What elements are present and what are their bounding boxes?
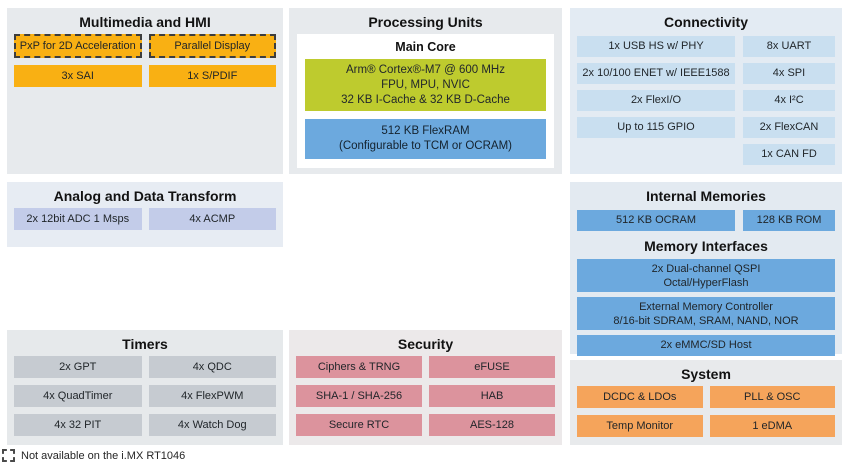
block-acmp: 4x ACMP bbox=[148, 208, 276, 230]
timers-grid: 2x GPT 4x QDC 4x QuadTimer 4x FlexPWM 4x… bbox=[7, 356, 283, 436]
block-aes128: AES-128 bbox=[429, 414, 555, 436]
block-usb: 1x USB HS w/ PHY bbox=[577, 36, 735, 57]
internal-memories-row: 512 KB OCRAM 128 KB ROM bbox=[570, 210, 842, 231]
memory-interfaces-stack: 2x Dual-channel QSPI Octal/HyperFlash Ex… bbox=[570, 259, 842, 356]
connectivity-title: Connectivity bbox=[663, 14, 748, 30]
block-adc: 2x 12bit ADC 1 Msps bbox=[14, 208, 142, 230]
block-dcdc-ldo: DCDC & LDOs bbox=[577, 386, 703, 408]
block-i2c: 4x I²C bbox=[743, 90, 835, 111]
connectivity-left-column: 1x USB HS w/ PHY 2x 10/100 ENET w/ IEEE1… bbox=[577, 36, 735, 165]
block-sai: 3x SAI bbox=[14, 65, 142, 87]
system-grid: DCDC & LDOs PLL & OSC Temp Monitor 1 eDM… bbox=[570, 386, 842, 437]
processing-title: Processing Units bbox=[368, 14, 483, 30]
block-ciphers-trng: Ciphers & TRNG bbox=[296, 356, 422, 378]
block-gpio: Up to 115 GPIO bbox=[577, 117, 735, 138]
block-pit: 4x 32 PIT bbox=[14, 414, 142, 436]
memory-interfaces-title: Memory Interfaces bbox=[644, 238, 768, 254]
block-hab: HAB bbox=[429, 385, 555, 407]
security-title: Security bbox=[397, 336, 454, 352]
block-efuse: eFUSE bbox=[429, 356, 555, 378]
block-flexio: 2x FlexI/O bbox=[577, 90, 735, 111]
multimedia-title: Multimedia and HMI bbox=[79, 14, 211, 30]
main-core-title: Main Core bbox=[395, 40, 456, 54]
block-pxp-2d-acceleration: PxP for 2D Acceleration bbox=[14, 34, 142, 58]
block-ocram: 512 KB OCRAM bbox=[577, 210, 735, 231]
block-parallel-display: Parallel Display bbox=[148, 34, 276, 58]
block-uart: 8x UART bbox=[743, 36, 835, 57]
block-qspi: 2x Dual-channel QSPI Octal/HyperFlash bbox=[577, 259, 835, 292]
block-secure-rtc: Secure RTC bbox=[296, 414, 422, 436]
block-watchdog: 4x Watch Dog bbox=[148, 414, 276, 436]
main-core-box: Main Core Arm® Cortex®-M7 @ 600 MHz FPU,… bbox=[297, 34, 554, 168]
system-title: System bbox=[681, 366, 731, 382]
text-line: (Configurable to TCM or OCRAM) bbox=[339, 140, 512, 152]
block-quadtimer: 4x QuadTimer bbox=[14, 385, 142, 407]
block-canfd: 1x CAN FD bbox=[743, 144, 835, 165]
block-flexram: 512 KB FlexRAM (Configurable to TCM or O… bbox=[305, 119, 546, 159]
text-line: External Memory Controller bbox=[639, 300, 773, 313]
block-spi: 4x SPI bbox=[743, 63, 835, 84]
panel-system: System DCDC & LDOs PLL & OSC Temp Monito… bbox=[570, 360, 842, 445]
block-pll-osc: PLL & OSC bbox=[709, 386, 835, 408]
text-line: 8/16-bit SDRAM, SRAM, NAND, NOR bbox=[613, 314, 799, 327]
panel-timers: Timers 2x GPT 4x QDC 4x QuadTimer 4x Fle… bbox=[7, 330, 283, 445]
block-external-memory-controller: External Memory Controller 8/16-bit SDRA… bbox=[577, 297, 835, 330]
text-line: Octal/HyperFlash bbox=[663, 276, 749, 289]
analog-title: Analog and Data Transform bbox=[53, 188, 237, 204]
block-spdif: 1x S/PDIF bbox=[148, 65, 276, 87]
block-sha: SHA-1 / SHA-256 bbox=[296, 385, 422, 407]
legend-label: Not available on the i.MX RT1046 bbox=[21, 449, 186, 462]
connectivity-columns: 1x USB HS w/ PHY 2x 10/100 ENET w/ IEEE1… bbox=[570, 36, 842, 165]
panel-analog-data-transform: Analog and Data Transform 2x 12bit ADC 1… bbox=[7, 182, 283, 247]
panel-internal-memories: Internal Memories 512 KB OCRAM 128 KB RO… bbox=[570, 182, 842, 356]
block-enet: 2x 10/100 ENET w/ IEEE1588 bbox=[577, 63, 735, 84]
text-line: FPU, MPU, NVIC bbox=[381, 78, 470, 91]
multimedia-grid: PxP for 2D Acceleration Parallel Display… bbox=[7, 34, 283, 87]
block-temp-monitor: Temp Monitor bbox=[577, 415, 703, 437]
block-cortex-m7: Arm® Cortex®-M7 @ 600 MHz FPU, MPU, NVIC… bbox=[305, 59, 546, 111]
block-flexpwm: 4x FlexPWM bbox=[148, 385, 276, 407]
block-flexcan: 2x FlexCAN bbox=[743, 117, 835, 138]
panel-processing-units: Processing Units Main Core Arm® Cortex®-… bbox=[289, 8, 562, 174]
block-emmc-sd: 2x eMMC/SD Host bbox=[577, 335, 835, 356]
security-grid: Ciphers & TRNG eFUSE SHA-1 / SHA-256 HAB… bbox=[289, 356, 562, 436]
block-rom: 128 KB ROM bbox=[743, 210, 835, 231]
timers-title: Timers bbox=[122, 336, 168, 352]
block-qdc: 4x QDC bbox=[148, 356, 276, 378]
text-line: 512 KB FlexRAM bbox=[381, 125, 470, 137]
block-edma: 1 eDMA bbox=[709, 415, 835, 437]
panel-connectivity: Connectivity 1x USB HS w/ PHY 2x 10/100 … bbox=[570, 8, 842, 174]
analog-grid: 2x 12bit ADC 1 Msps 4x ACMP bbox=[7, 208, 283, 230]
dashed-box-icon bbox=[2, 449, 15, 462]
block-gpt: 2x GPT bbox=[14, 356, 142, 378]
panel-security: Security Ciphers & TRNG eFUSE SHA-1 / SH… bbox=[289, 330, 562, 445]
panel-multimedia-hmi: Multimedia and HMI PxP for 2D Accelerati… bbox=[7, 8, 283, 174]
internal-memories-title: Internal Memories bbox=[646, 188, 766, 204]
connectivity-right-column: 8x UART 4x SPI 4x I²C 2x FlexCAN 1x CAN … bbox=[743, 36, 835, 165]
text-line: 2x Dual-channel QSPI bbox=[651, 262, 761, 275]
text-line: Arm® Cortex®-M7 @ 600 MHz bbox=[346, 63, 505, 76]
text-line: 32 KB I-Cache & 32 KB D-Cache bbox=[341, 93, 510, 106]
legend: Not available on the i.MX RT1046 bbox=[2, 449, 185, 462]
